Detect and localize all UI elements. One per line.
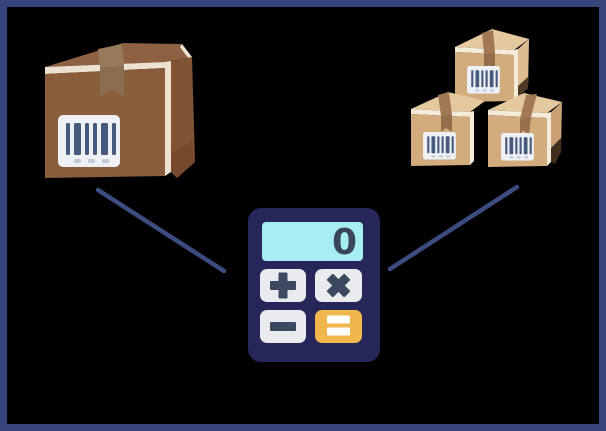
calculator-display: [262, 222, 363, 261]
stacked-box-bottom-left: [411, 92, 485, 166]
plus-glyph-bar: [278, 272, 288, 299]
minus-glyph-bar: [270, 322, 296, 331]
box-tape-front: [100, 65, 124, 97]
box-side-shadow: [171, 141, 195, 178]
single-box-icon: [45, 43, 195, 178]
box-front-top-edge-highlight: [411, 109, 470, 117]
equals-button-icon: [315, 310, 362, 343]
box-tape-front: [441, 114, 452, 132]
box-corner-edge-highlight: [547, 112, 551, 166]
box-corner-edge-highlight: [514, 49, 518, 101]
box-back-edge-highlight: [180, 44, 192, 59]
box-tape-top: [482, 30, 495, 54]
box-tape-front: [520, 117, 531, 135]
stacked-box-top: [455, 29, 529, 102]
equals-button: [315, 310, 362, 343]
multiply-button-icon: [315, 269, 362, 302]
box-corner-edge-highlight: [470, 111, 474, 165]
stacked-box-bottom-right: [488, 93, 562, 167]
stacked-boxes-icon: [411, 29, 562, 167]
box-tape-top: [438, 92, 452, 116]
box-front-top-edge-highlight: [488, 110, 547, 118]
box-side-shadow: [518, 77, 528, 97]
equals-glyph-bar: [327, 327, 350, 336]
calculator-icon: 0: [248, 208, 380, 362]
connector-line-right: [387, 184, 520, 272]
minus-button-icon: [260, 310, 306, 343]
box-tape-top: [98, 44, 124, 67]
box-side-shadow: [551, 138, 561, 164]
plus-button-icon: [260, 269, 306, 302]
multiply-glyph-bar: [326, 273, 351, 298]
box-corner-edge-highlight: [165, 61, 171, 176]
connector-line-left: [95, 187, 227, 274]
box-tape-front: [484, 52, 495, 69]
box-tape-top: [520, 94, 537, 119]
equals-glyph-bar: [327, 315, 350, 324]
calculator-display-value: 0: [332, 222, 357, 263]
